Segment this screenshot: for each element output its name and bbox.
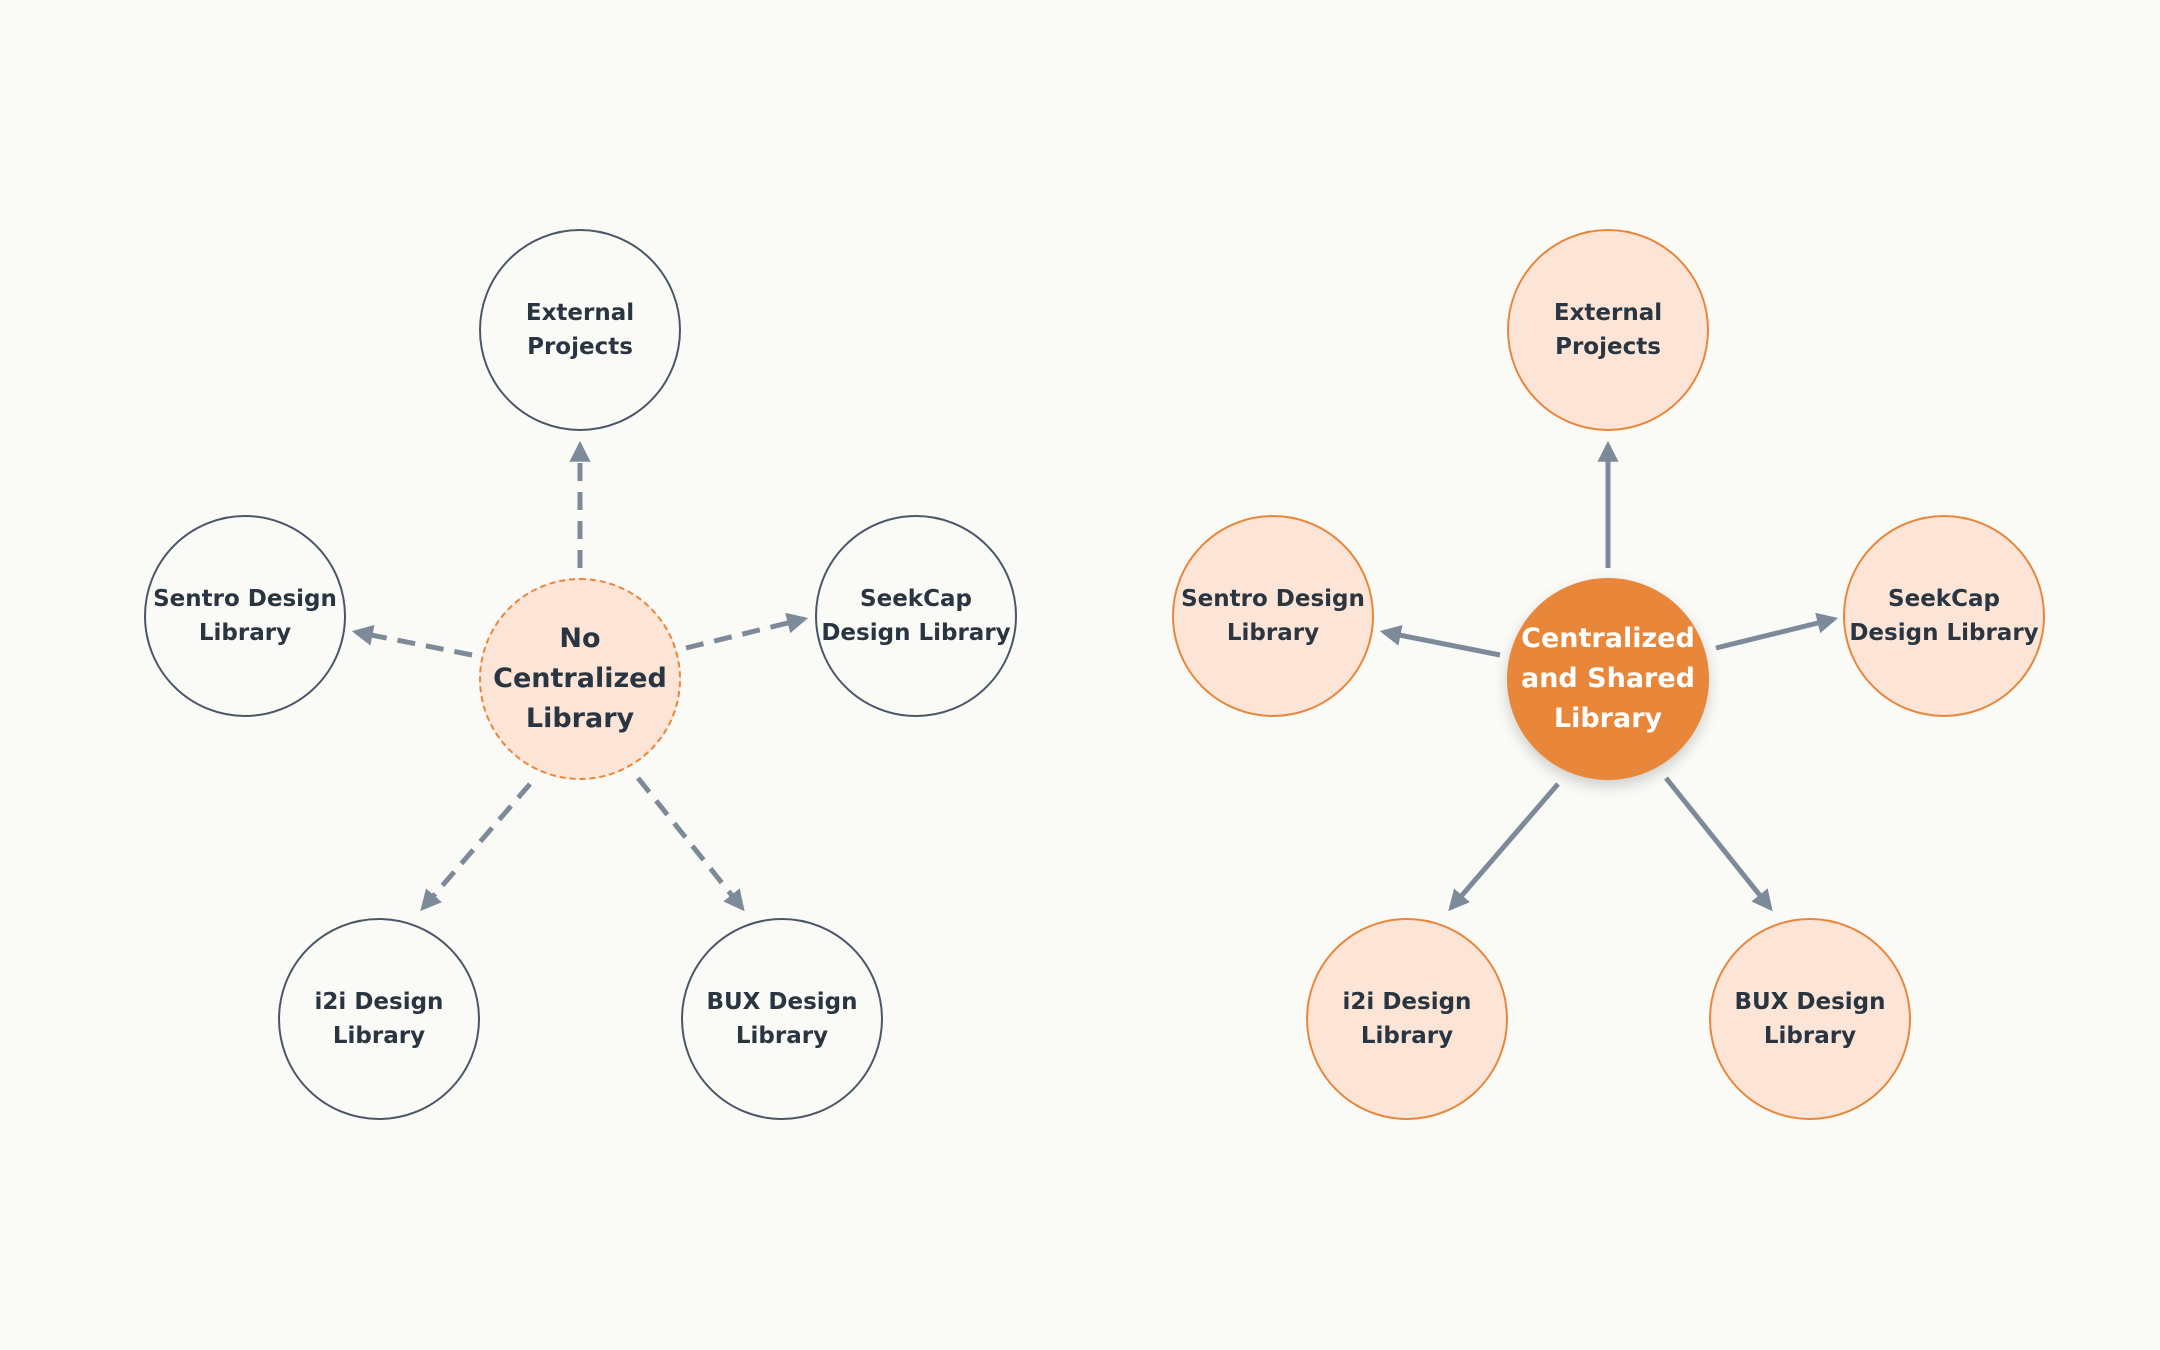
node-line: i2i Design <box>314 989 444 1015</box>
node-line: Library <box>1226 620 1320 646</box>
node-line: Design Library <box>1849 620 2039 646</box>
node-line: Projects <box>1555 334 1661 360</box>
left-node-external-projects: External Projects <box>479 229 681 431</box>
node-line: Sentro Design <box>1181 586 1365 612</box>
arrow-left-to-sentro <box>351 624 473 658</box>
arrow-left-to-bux <box>636 776 745 912</box>
arrow-left-to-seekcap <box>685 612 809 651</box>
right-node-external-projects: External Projects <box>1507 229 1709 431</box>
left-node-i2i-design-library: i2i Design Library <box>278 918 480 1120</box>
hub-line: and Shared <box>1520 663 1695 694</box>
hub-line: Library <box>525 703 635 734</box>
node-line: SeekCap <box>1888 586 2000 612</box>
right-node-sentro-design-library: Sentro Design Library <box>1172 515 1374 717</box>
hub-line: Library <box>1553 703 1663 734</box>
hub-line: Centralized <box>1521 623 1695 654</box>
arrow-right-to-sentro <box>1379 624 1501 658</box>
hub-line: Centralized <box>493 663 667 694</box>
node-line: Design Library <box>821 620 1011 646</box>
right-node-bux-design-library: BUX Design Library <box>1709 918 1911 1120</box>
right-node-i2i-design-library: i2i Design Library <box>1306 918 1508 1120</box>
left-node-sentro-design-library: Sentro Design Library <box>144 515 346 717</box>
right-node-seekcap-design-library: SeekCap Design Library <box>1843 515 2045 717</box>
node-line: External <box>525 300 635 326</box>
left-node-seekcap-design-library: SeekCap Design Library <box>815 515 1017 717</box>
node-line: Library <box>198 620 292 646</box>
arrow-right-to-i2i <box>1448 782 1560 912</box>
arrow-right-to-seekcap <box>1715 612 1839 651</box>
node-line: Library <box>332 1023 426 1049</box>
left-hub-no-centralized-library: No Centralized Library <box>479 578 681 780</box>
node-line: BUX Design <box>1734 989 1886 1015</box>
node-line: Library <box>1360 1023 1454 1049</box>
arrow-left-to-i2i <box>420 782 532 912</box>
node-line: Projects <box>527 334 633 360</box>
node-line: Sentro Design <box>153 586 337 612</box>
arrow-right-to-bux <box>1664 776 1773 912</box>
node-line: BUX Design <box>706 989 858 1015</box>
node-line: External <box>1553 300 1663 326</box>
left-node-bux-design-library: BUX Design Library <box>681 918 883 1120</box>
node-line: Library <box>735 1023 829 1049</box>
node-line: Library <box>1763 1023 1857 1049</box>
node-line: SeekCap <box>860 586 972 612</box>
node-line: i2i Design <box>1342 989 1472 1015</box>
hub-line: No <box>559 623 601 654</box>
right-hub-centralized-shared-library: Centralized and Shared Library <box>1507 578 1709 780</box>
